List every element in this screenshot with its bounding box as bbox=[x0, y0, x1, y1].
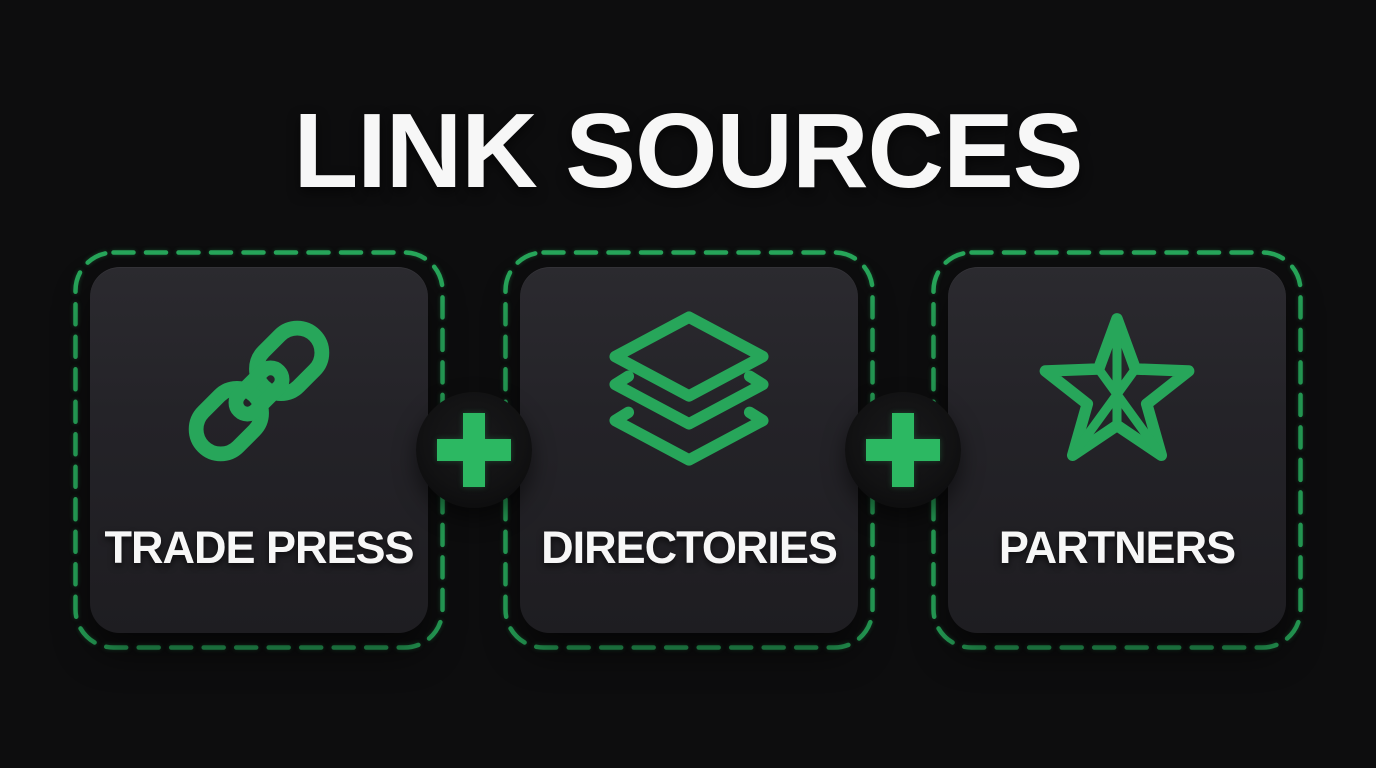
card-label: PARTNERS bbox=[998, 522, 1236, 573]
layers-icon bbox=[609, 311, 769, 466]
card-surface: TRADE PRESS bbox=[90, 267, 428, 633]
card-surface: PARTNERS bbox=[948, 267, 1286, 633]
plus-icon bbox=[866, 413, 940, 487]
star-icon bbox=[1039, 313, 1195, 462]
card-partners: PARTNERS bbox=[931, 250, 1303, 650]
card-label: TRADE PRESS bbox=[104, 522, 414, 573]
chain-link-icon bbox=[188, 320, 330, 462]
page-title: LINK SOURCES bbox=[293, 92, 1084, 210]
plus-icon bbox=[437, 413, 511, 487]
card-directories: DIRECTORIES bbox=[503, 250, 875, 650]
dashed-border bbox=[73, 250, 445, 650]
card-surface: DIRECTORIES bbox=[520, 267, 858, 633]
card-trade-press: TRADE PRESS bbox=[73, 250, 445, 650]
card-label: DIRECTORIES bbox=[541, 522, 838, 573]
